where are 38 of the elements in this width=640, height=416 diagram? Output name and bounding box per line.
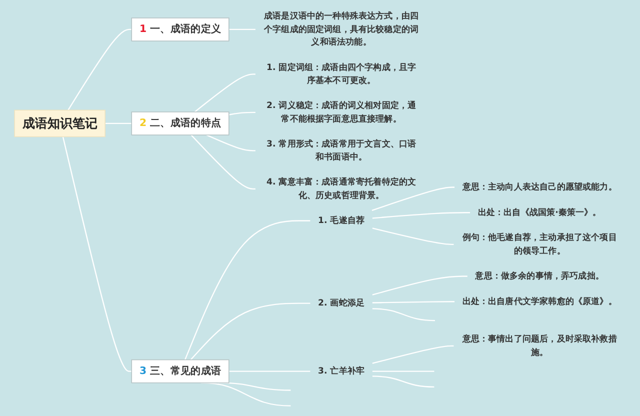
- node-box: 成语知识笔记: [14, 110, 106, 138]
- connector: [68, 28, 132, 110]
- connector: [194, 74, 256, 112]
- connector: [372, 370, 434, 372]
- node-box: 3 三、常见的成语: [131, 359, 230, 384]
- connector: [228, 28, 256, 30]
- node-text: 3. 常用形式：成语常用于文言文、口语和书面语中。: [266, 138, 416, 162]
- connector: [372, 345, 454, 364]
- node-text: 3. 亡羊补牢: [318, 366, 365, 376]
- connector: [372, 212, 470, 219]
- node-text: 2. 画蛇添足: [318, 298, 365, 308]
- node-text: 出处：出自《战国策·秦策一》。: [478, 206, 602, 218]
- node-text: 意思：主动向人表达自己的愿望或能力。: [462, 182, 617, 192]
- connector: [190, 302, 310, 360]
- connector: [228, 370, 310, 372]
- connector: [372, 301, 454, 304]
- node-text: 意思：事情出了问题后，及时采取补救措施。: [462, 334, 617, 357]
- node-text: 1. 毛遂自荐: [318, 215, 365, 226]
- node-text: 2. 词义稳定：成语的词义相对固定，通常不能根据字面意思直接理解。: [266, 100, 416, 124]
- node-text: 成语是汉语中的一种特殊表达方式，由四个字组成的固定词组，具有比较稳定的词义和语法功能。: [264, 10, 419, 47]
- node-text: 4. 寓意丰富：成语通常寄托着特定的文化、历史或哲理背景。: [266, 176, 416, 200]
- connector: [184, 220, 310, 360]
- node-box: 1 一、成语的定义: [131, 18, 230, 42]
- connector: [372, 186, 454, 211]
- node-text: 出处：出自唐代文学家韩愈的《原道》。: [462, 296, 617, 306]
- connector: [372, 276, 468, 296]
- connector: [105, 122, 132, 124]
- connector: [228, 112, 256, 116]
- node-text: 例句：他毛遂自荐，主动承担了这个项目的领导工作。: [462, 232, 617, 256]
- connector: [190, 134, 256, 190]
- connector: [372, 376, 434, 388]
- node-text: 1. 固定词组：成语由四个字构成，且字序基本不可更改。: [266, 62, 416, 86]
- node-box: 2 二、成语的特点: [131, 112, 230, 136]
- connector: [206, 134, 256, 152]
- connector: [372, 228, 454, 246]
- connector: [62, 136, 132, 372]
- connector: [372, 308, 435, 322]
- node-text: 意思：做多余的事情，弄巧成拙。: [475, 270, 604, 281]
